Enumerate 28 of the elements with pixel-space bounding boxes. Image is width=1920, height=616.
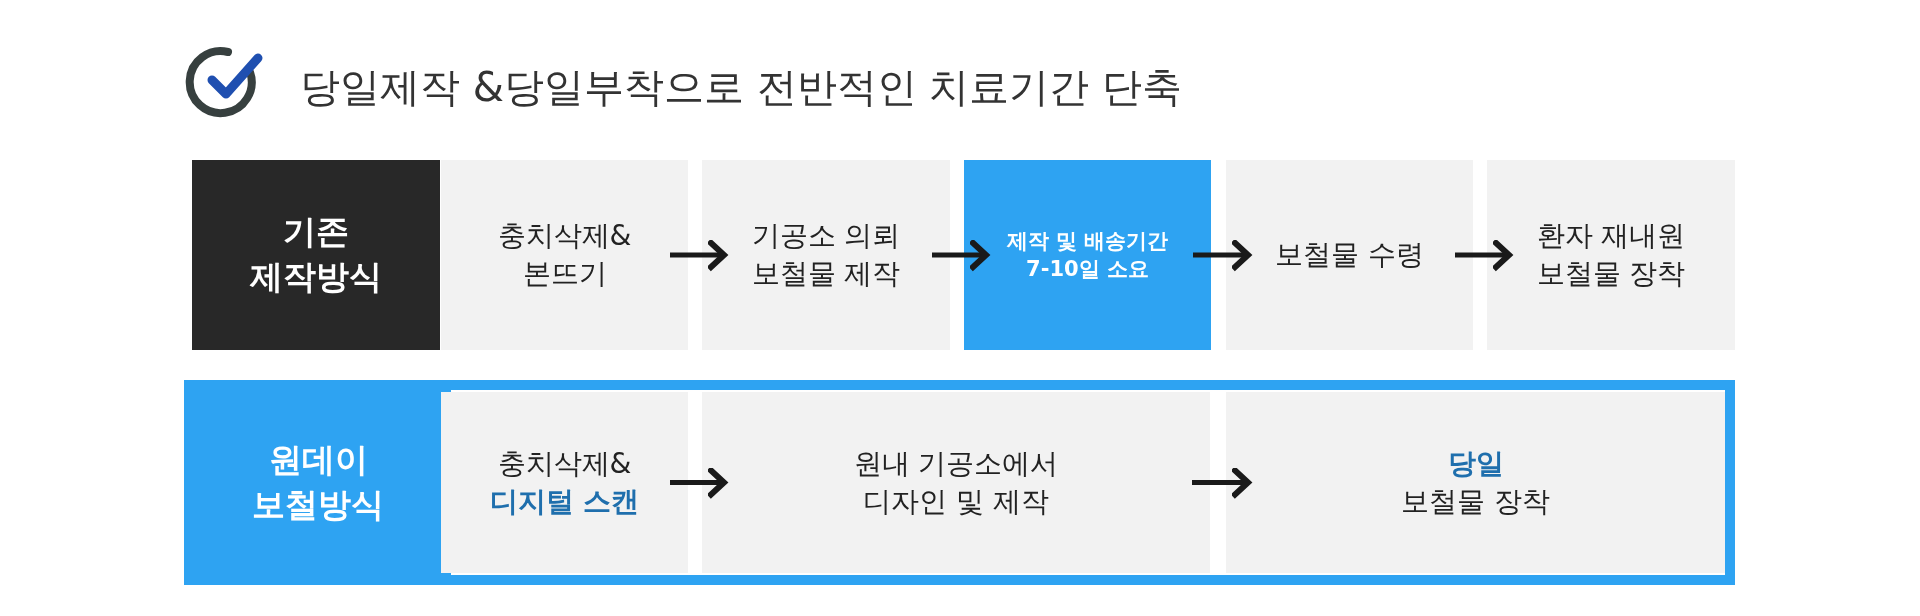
process-box — [1226, 160, 1473, 350]
method-panel — [184, 380, 1735, 585]
arrow — [1193, 240, 1251, 270]
process-box — [1487, 160, 1735, 350]
process-box — [702, 160, 950, 350]
step-text: 보철물 수령 — [1275, 237, 1424, 274]
step-text: 환자 재내원 보철물 장착 — [1535, 218, 1687, 292]
step-heading: 당일 — [1447, 445, 1504, 482]
process-box — [441, 392, 688, 573]
process-box — [441, 160, 688, 350]
step-text: 기공소 의뢰 보철물 제작 — [750, 218, 902, 292]
arrow — [1455, 240, 1512, 270]
title: 당일제작 &당일부착으로 전반적인 치료기간 단축 — [300, 63, 1183, 112]
arrow — [1192, 467, 1251, 498]
process-box — [702, 392, 1210, 573]
process-box — [1226, 392, 1725, 573]
method-label: 기존 제작방식 — [249, 211, 383, 298]
arrow — [670, 467, 727, 498]
step-text: 제작 및 배송기간 7-10일 소요 — [1005, 227, 1170, 283]
step-text: 충치삭제& 디지털 스캔 — [488, 445, 641, 520]
arrow — [670, 240, 727, 270]
step-text: 원내 기공소에서 디자인 및 제작 — [852, 445, 1060, 520]
step-text: 보철물 장착 — [1401, 483, 1550, 520]
header-box — [192, 160, 440, 350]
arrow — [932, 240, 989, 270]
highlight-box — [964, 160, 1211, 350]
method-label: 원데이 보철방식 — [251, 438, 385, 526]
step-text: 충치삭제& 본뜨기 — [496, 218, 633, 292]
